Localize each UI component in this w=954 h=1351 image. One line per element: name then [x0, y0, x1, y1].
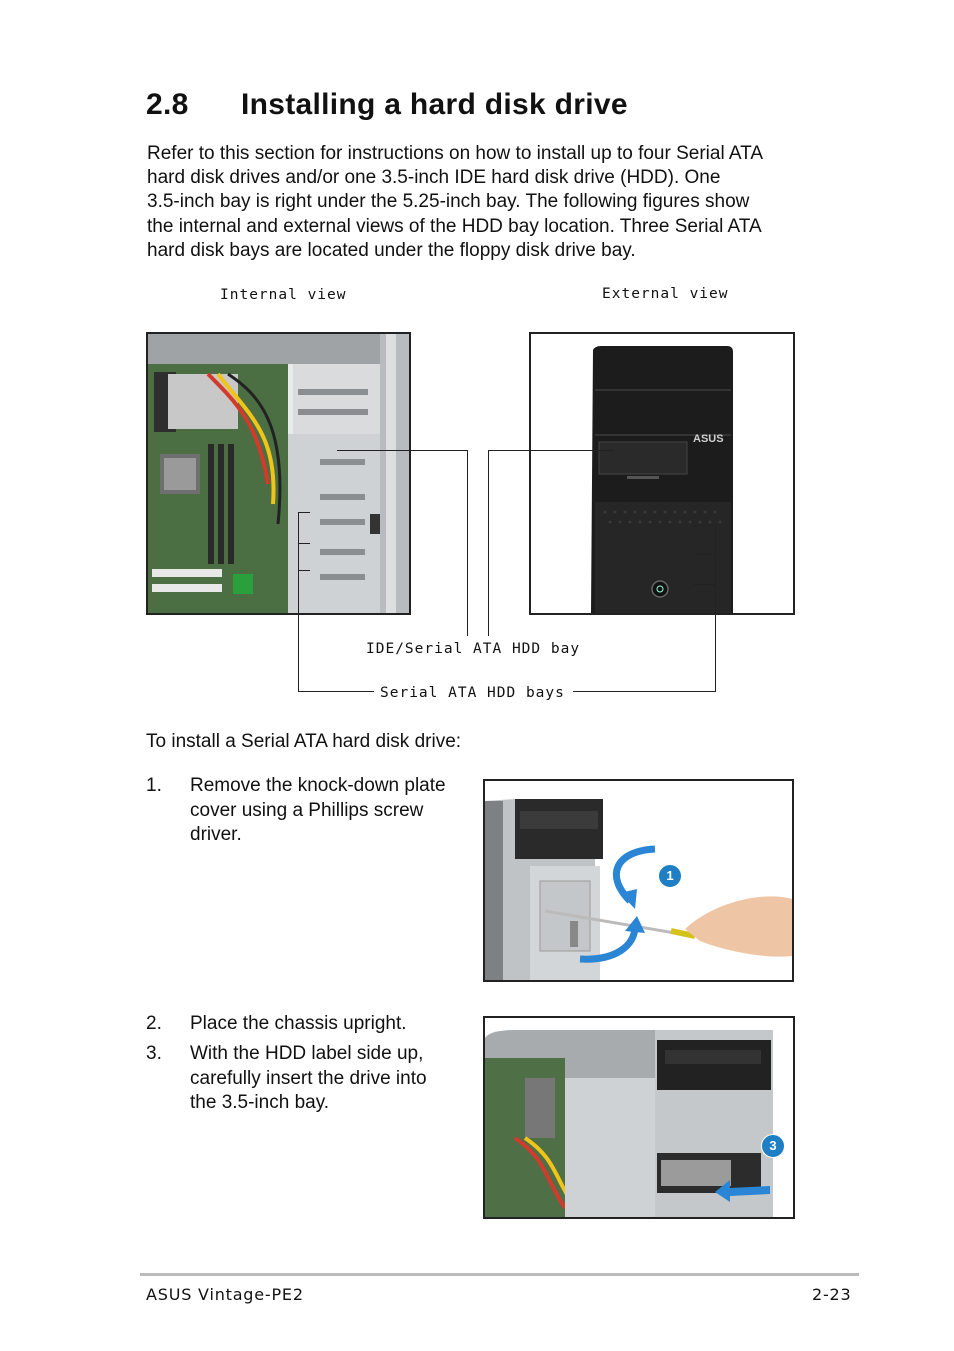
remove-plate-illustration [485, 781, 792, 980]
step-text: Place the chassis upright. [190, 1013, 407, 1034]
section-title-text: Installing a hard disk drive [241, 88, 628, 121]
section-number: 2.8 [146, 88, 189, 121]
step-text: Remove the knock-down plate cover using … [190, 775, 446, 845]
footer-rule [140, 1273, 859, 1276]
step-text: With the HDD label side up, carefully in… [190, 1043, 427, 1113]
power-button-icon [651, 580, 669, 598]
intro-line: the internal and external views of the H… [147, 215, 762, 237]
footer-page-number: 2-23 [812, 1285, 852, 1304]
leader-line [337, 450, 468, 451]
step-number: 2. [146, 1013, 162, 1034]
step-number: 1. [146, 775, 162, 796]
step-3-photo: 3 [483, 1016, 795, 1219]
leader-line [693, 584, 716, 585]
leader-line [573, 691, 716, 692]
leader-line [298, 691, 374, 692]
intro-paragraph: Refer to this section for instructions o… [147, 142, 827, 263]
intro-line: 3.5-inch bay is right under the 5.25-inc… [147, 191, 750, 213]
leader-line [693, 525, 716, 526]
internal-chassis-illustration [148, 334, 409, 613]
leader-line [298, 543, 310, 544]
leader-line [693, 554, 716, 555]
insert-drive-illustration [485, 1018, 793, 1217]
internal-view-photo [146, 332, 411, 615]
step-2: 2. Place the chassis upright. [146, 1012, 466, 1042]
step-1-photo: 1 [483, 779, 794, 982]
ide-bay-label: IDE/Serial ATA HDD bay [366, 641, 581, 657]
procedure-heading: To install a Serial ATA hard disk drive: [146, 731, 462, 752]
footer-product: ASUS Vintage-PE2 [146, 1285, 304, 1304]
step-3: 3. With the HDD label side up, carefully… [146, 1042, 466, 1122]
leader-line [298, 570, 310, 571]
leader-line [467, 450, 468, 636]
external-view-photo: ASUS [529, 332, 795, 615]
callout-badge-3: 3 [761, 1134, 785, 1158]
intro-line: hard disk drives and/or one 3.5-inch IDE… [147, 167, 721, 189]
internal-view-caption: Internal view [220, 287, 347, 303]
asus-logo-text: ASUS [693, 433, 724, 445]
intro-line: hard disk bays are located under the flo… [147, 239, 636, 261]
callout-badge-1: 1 [658, 864, 682, 888]
section-title: 2.8 Installing a hard disk drive [146, 88, 628, 122]
leader-line [488, 450, 489, 636]
external-view-caption: External view [602, 286, 729, 302]
leader-line [298, 512, 310, 513]
sata-bays-label: Serial ATA HDD bays [380, 685, 565, 701]
leader-line [298, 512, 299, 692]
intro-line: Refer to this section for instructions o… [147, 143, 764, 164]
step-number: 3. [146, 1043, 162, 1064]
leader-line [488, 450, 614, 451]
leader-line [715, 525, 716, 692]
external-chassis-illustration: ASUS [531, 334, 793, 613]
step-1: 1. Remove the knock-down plate cover usi… [146, 774, 466, 854]
